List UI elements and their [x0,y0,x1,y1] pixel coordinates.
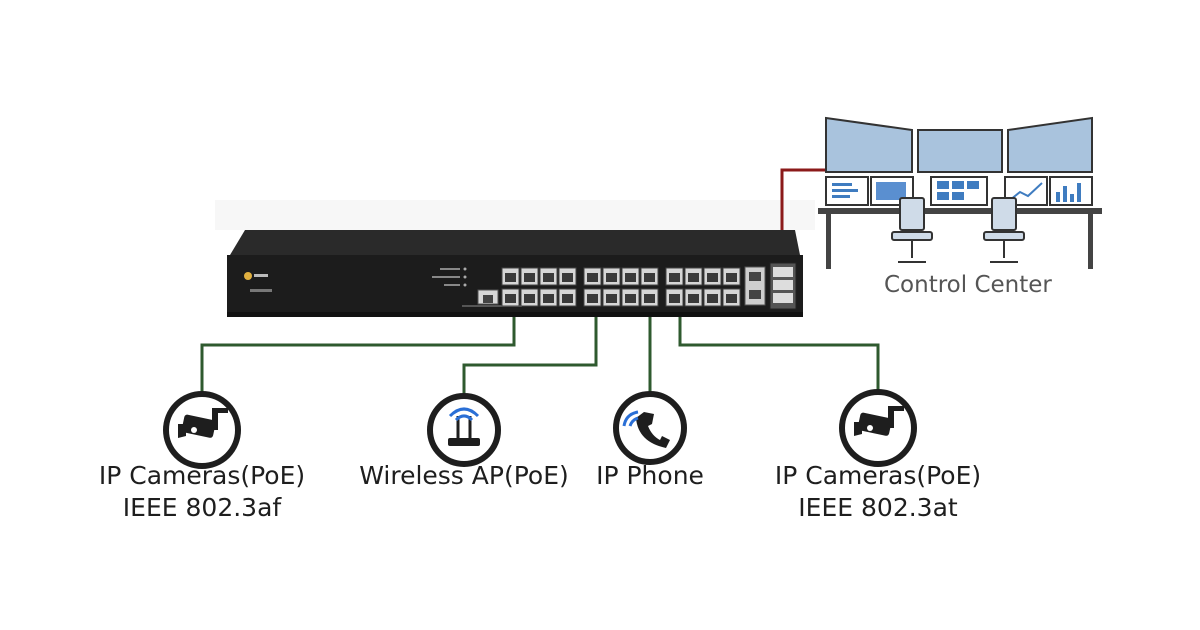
ethernet-port-socket [606,294,617,303]
label-line: IEEE 802.3at [798,493,958,522]
wall-monitor-right [1007,116,1093,173]
ethernet-port-socket [505,294,516,303]
label-line: IP Cameras(PoE) [98,461,306,490]
ethernet-port-socket [606,273,617,282]
phone-icon [613,391,687,465]
wall-monitor-center [917,129,1003,173]
label-ip-cameras-at: IP Cameras(PoE) IEEE 802.3at [738,460,1018,524]
label-ip-phone: IP Phone [560,460,740,492]
wall-monitors [825,116,1093,173]
label-line: IP Cameras(PoE) [774,461,982,490]
label-line: Wireless AP(PoE) [359,461,569,490]
link-camera-at [678,306,880,393]
label-wireless-ap: Wireless AP(PoE) [344,460,584,492]
ethernet-port-socket [707,294,718,303]
ethernet-port-socket [562,273,573,282]
ethernet-port-socket [543,294,554,303]
label-ip-cameras-af: IP Cameras(PoE) IEEE 802.3af [62,460,342,524]
ethernet-port-socket [587,294,598,303]
poe-links [200,306,880,398]
ethernet-port-socket [688,273,699,282]
ethernet-port-socket [625,273,636,282]
desk [818,208,1102,269]
ethernet-port-socket [726,294,737,303]
ethernet-port-socket [644,294,655,303]
control-center-label: Control Center [884,272,1052,298]
switch-logo [244,272,268,280]
link-wireless-ap [462,306,598,398]
uplink-to-control-center [780,168,826,245]
label-line: IP Phone [596,461,704,490]
ethernet-port-socket [669,273,680,282]
ethernet-port-socket [505,273,516,282]
monitor-content [832,181,1081,202]
uplink-ports [744,262,797,310]
wireless-router-icon [427,393,501,467]
ethernet-port-socket [669,294,680,303]
network-switch [227,230,803,317]
ethernet-port-socket [707,273,718,282]
chair-right [983,197,1025,263]
ethernet-port-socket [543,273,554,282]
wall-monitor-left [825,116,913,173]
ip-camera-icon [839,389,917,467]
control-center-illustration [818,116,1102,269]
ethernet-port-socket [587,273,598,282]
label-line: IEEE 802.3af [122,493,282,522]
link-camera-af [200,306,516,395]
ethernet-port-socket [625,294,636,303]
ip-camera-icon [163,391,241,469]
ethernet-port-socket [644,273,655,282]
ethernet-port-socket [524,273,535,282]
ethernet-port-socket [524,294,535,303]
ethernet-port-socket [688,294,699,303]
ethernet-ports [501,267,741,307]
status-leds [432,267,467,287]
ethernet-port-socket [562,294,573,303]
ethernet-port-socket [726,273,737,282]
chair-left [891,197,933,263]
